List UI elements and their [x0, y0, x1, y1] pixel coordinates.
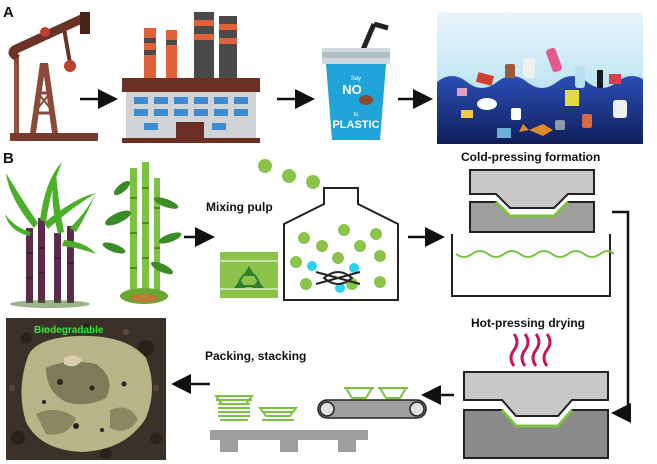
mixing-vessel — [283, 187, 399, 301]
conveyor-belt-icon — [317, 387, 427, 419]
mixing-pulp-label: Mixing pulp — [206, 200, 273, 214]
hot-press-mold — [463, 371, 609, 459]
packing-label: Packing, stacking — [205, 349, 307, 363]
cold-pressing-label: Cold-pressing formation — [461, 150, 601, 164]
turtle-icon — [359, 95, 373, 105]
cup-no-text: NO — [342, 82, 362, 97]
cup-plastic-text: PLASTIC — [332, 119, 379, 131]
panel-a-letter: A — [3, 4, 14, 21]
steam-icon — [509, 333, 552, 367]
biodegradable-photo: Biodegradable — [6, 318, 166, 460]
hot-pressing-label: Hot-pressing drying — [471, 316, 586, 330]
bamboo-icon — [102, 162, 182, 304]
panel-b-letter: B — [3, 150, 14, 167]
pulp-dots — [258, 159, 320, 189]
factory-icon — [122, 12, 260, 143]
recycle-box-icon — [220, 252, 278, 298]
cup-to-text: to — [353, 112, 359, 118]
cup-say-text: Say — [351, 76, 361, 82]
ocean-pollution-scene — [437, 12, 643, 144]
sugarcane-icon — [5, 162, 98, 308]
stacked-products-pallet — [210, 395, 368, 452]
arrow-b3 — [611, 210, 631, 423]
plastic-cup-icon: Say NO to PLASTIC — [322, 22, 390, 140]
biodegradable-label: Biodegradable — [34, 325, 104, 336]
oil-pump-jack-icon — [8, 12, 98, 141]
fish-icon — [519, 124, 553, 136]
cold-press-mold — [451, 169, 614, 297]
